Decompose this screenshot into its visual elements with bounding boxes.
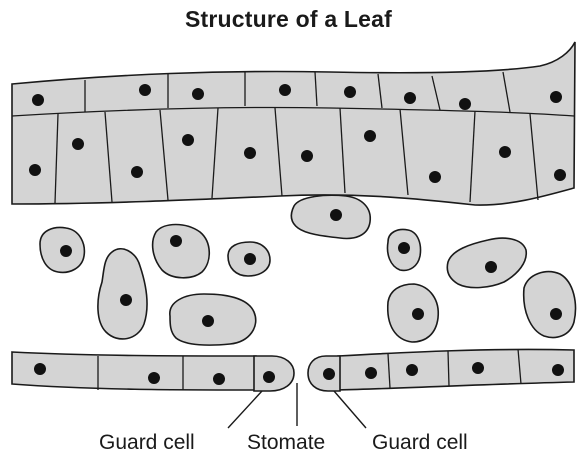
spongy-mesophyll-cells [40, 195, 575, 345]
spongy-cell [153, 225, 210, 278]
guard-cell-left-label: Guard cell [99, 431, 195, 454]
lower-epidermis-left [12, 352, 256, 390]
guard-cell-left [254, 356, 294, 391]
spongy-cell [98, 249, 147, 339]
guard-cell-left-leader [228, 391, 262, 428]
guard-cell-right-label: Guard cell [372, 431, 468, 454]
stomate-label: Stomate [247, 431, 325, 454]
lower-epidermis-right [338, 349, 574, 390]
guard-cell-right-leader [334, 391, 366, 428]
spongy-cell [524, 272, 576, 338]
upper-leaf-layers [12, 42, 575, 205]
upper-tissue-band [12, 42, 575, 205]
